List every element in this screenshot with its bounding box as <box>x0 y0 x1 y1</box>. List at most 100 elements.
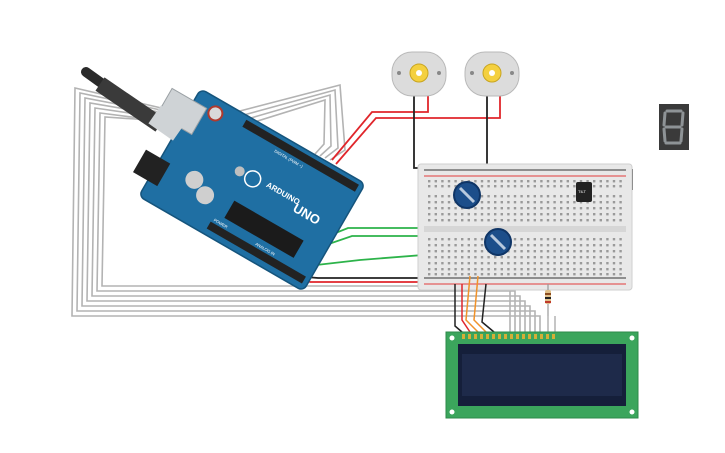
breadboard-hole <box>480 195 484 198</box>
breadboard-hole <box>560 207 563 210</box>
breadboard-hole <box>513 273 517 276</box>
breadboard-hole <box>599 201 602 204</box>
arduino-uno-board: ARDUINO UNO DIGITAL (PWM ~) POWER ANALOG… <box>133 87 364 290</box>
breadboard-hole <box>593 238 596 241</box>
lcd-16x2-display[interactable] <box>445 331 639 419</box>
dc-motor-2[interactable] <box>464 51 520 97</box>
dc-motor-1[interactable] <box>391 51 447 97</box>
breadboard-hole <box>606 195 609 198</box>
breadboard-hole <box>586 201 589 204</box>
breadboard-hole <box>507 180 510 183</box>
breadboard-hole <box>579 262 583 265</box>
breadboard-hole <box>520 213 523 216</box>
seven-segment-display[interactable] <box>659 104 689 150</box>
breadboard-hole <box>434 262 437 265</box>
breadboard-hole <box>441 262 444 265</box>
arduino-logo-icon <box>243 170 262 188</box>
breadboard-hole <box>606 213 609 216</box>
breadboard <box>417 163 633 291</box>
breadboard-hole <box>560 256 563 259</box>
breadboard-hole <box>487 201 490 204</box>
breadboard-hole <box>560 201 563 204</box>
arduino-pcb <box>140 90 364 290</box>
breadboard-hole <box>546 213 550 216</box>
breadboard-hole <box>546 250 550 253</box>
breadboard-hole <box>527 256 530 259</box>
seven-segment-digit-icon <box>662 109 685 145</box>
breadboard-hole <box>579 244 583 247</box>
breadboard-hole <box>612 262 616 265</box>
breadboard-hole <box>500 201 503 204</box>
breadboard-hole <box>454 273 457 276</box>
breadboard-hole <box>540 268 543 271</box>
breadboard-hole <box>461 244 464 247</box>
breadboard-hole <box>507 219 510 222</box>
breadboard-hole <box>566 238 569 241</box>
breadboard-hole <box>586 219 589 222</box>
breadboard-hole <box>579 250 583 253</box>
breadboard-hole <box>573 244 576 247</box>
breadboard-hole <box>434 207 437 210</box>
breadboard-hole <box>467 256 470 259</box>
breadboard-hole <box>447 262 451 265</box>
lcd-pin <box>504 334 507 339</box>
breadboard-hole <box>454 244 457 247</box>
breadboard-hole <box>553 219 556 222</box>
breadboard-hole <box>461 207 464 210</box>
breadboard-hole <box>560 213 563 216</box>
breadboard-hole <box>428 256 431 259</box>
breadboard-hole <box>527 213 530 216</box>
breadboard-hole <box>533 195 536 198</box>
breadboard-hole <box>586 213 589 216</box>
potentiometer-2[interactable] <box>484 228 512 256</box>
breadboard-hole <box>480 250 484 253</box>
breadboard-hole <box>553 185 556 188</box>
breadboard-hole <box>599 268 602 271</box>
breadboard-hole <box>487 207 490 210</box>
breadboard-hole <box>560 250 563 253</box>
breadboard-hole <box>540 213 543 216</box>
breadboard-hole <box>566 213 569 216</box>
breadboard-hole <box>507 268 510 271</box>
potentiometer-1[interactable] <box>453 181 481 209</box>
breadboard-hole <box>573 238 576 241</box>
breadboard-holes <box>428 180 622 276</box>
breadboard-hole <box>612 250 616 253</box>
breadboard-hole <box>612 244 616 247</box>
tilt-sensor[interactable]: TILT <box>576 182 592 202</box>
breadboard-hole <box>447 185 451 188</box>
breadboard-hole <box>566 201 569 204</box>
lcd-pin <box>480 334 483 339</box>
breadboard-hole <box>520 238 523 241</box>
breadboard-hole <box>612 238 616 241</box>
lcd-pin <box>540 334 543 339</box>
breadboard-hole <box>593 250 596 253</box>
breadboard-hole <box>441 213 444 216</box>
breadboard-hole <box>520 268 523 271</box>
breadboard-hole <box>586 238 589 241</box>
breadboard-hole <box>447 273 451 276</box>
breadboard-hole <box>612 201 616 204</box>
lcd-pin <box>462 334 465 339</box>
breadboard-hole <box>480 268 484 271</box>
breadboard-hole <box>434 185 437 188</box>
breadboard-hole <box>520 219 523 222</box>
breadboard-hole <box>553 207 556 210</box>
breadboard-hole <box>428 185 431 188</box>
breadboard-hole <box>520 195 523 198</box>
breadboard-hole <box>527 180 530 183</box>
breadboard-hole <box>441 256 444 259</box>
breadboard-hole <box>441 244 444 247</box>
breadboard-hole <box>494 273 497 276</box>
breadboard-hole <box>527 207 530 210</box>
breadboard-hole <box>546 273 550 276</box>
breadboard-hole <box>573 195 576 198</box>
breadboard-hole <box>500 207 503 210</box>
breadboard-hole <box>520 256 523 259</box>
breadboard-hole <box>454 238 457 241</box>
breadboard-hole <box>540 219 543 222</box>
breadboard-hole <box>480 185 484 188</box>
breadboard-hole <box>507 256 510 259</box>
breadboard-hole <box>487 268 490 271</box>
breadboard-hole <box>593 273 596 276</box>
